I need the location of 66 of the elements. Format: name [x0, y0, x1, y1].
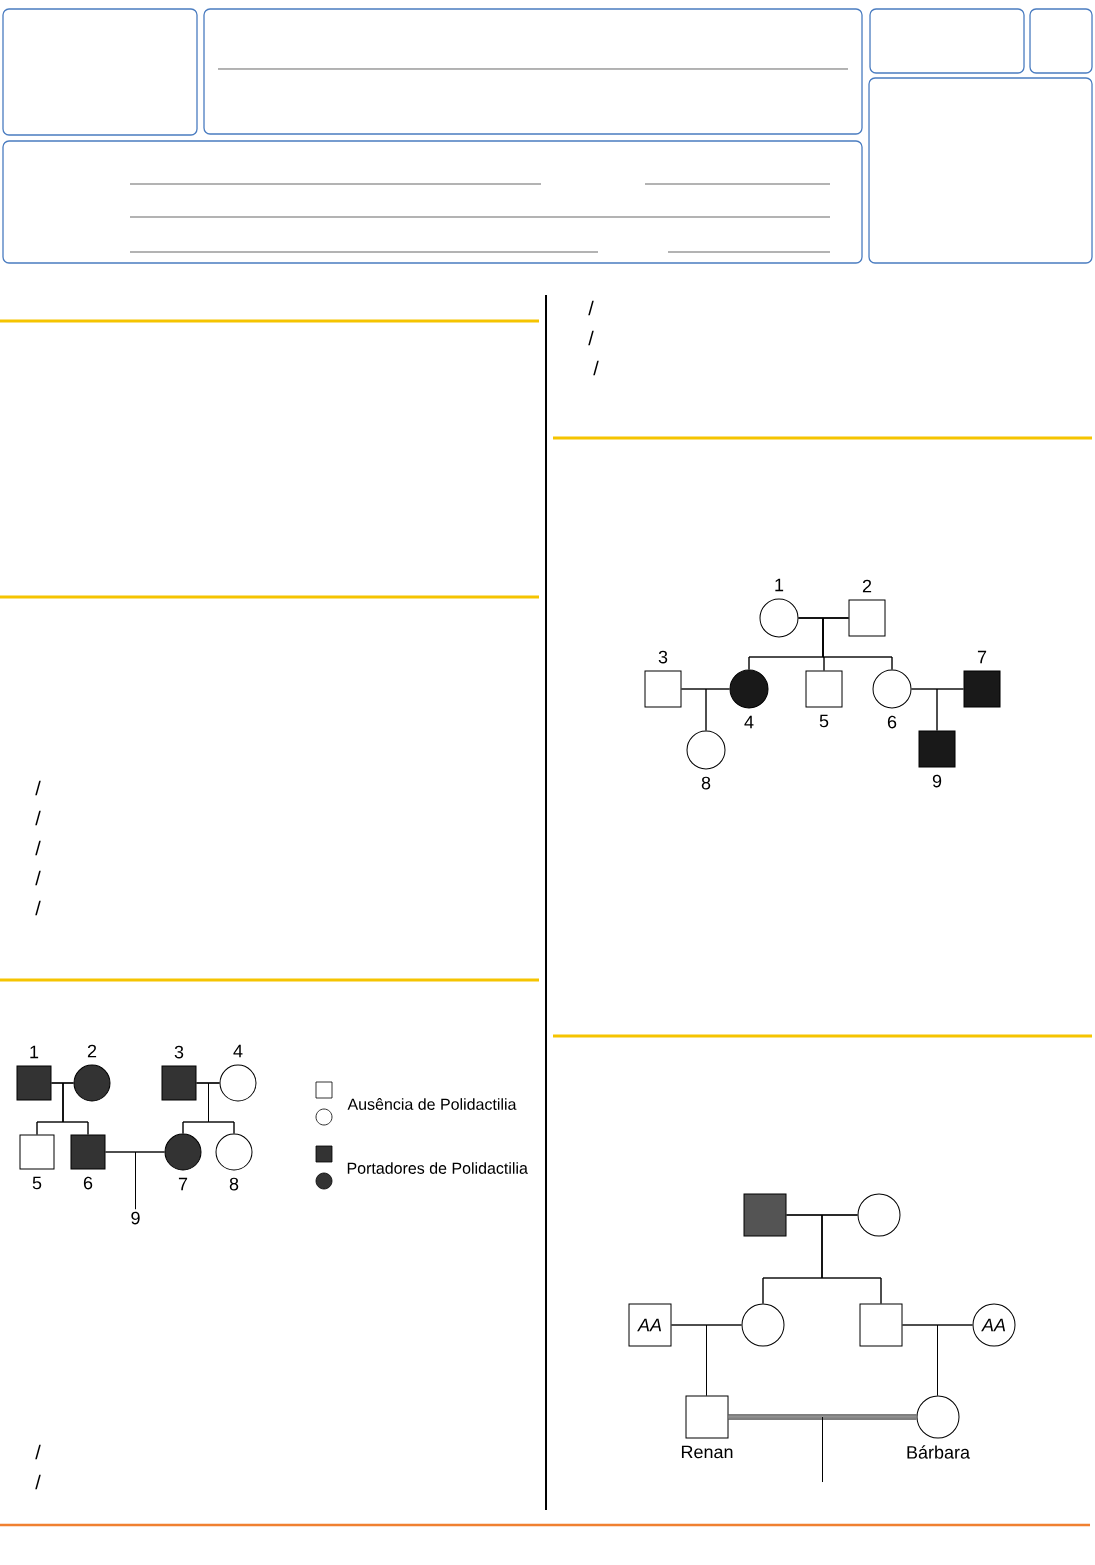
- circle-symbol: [73, 1064, 111, 1102]
- individual-number: 5: [32, 1176, 42, 1190]
- individual-number: 1: [30, 1045, 39, 1059]
- slash: /: [35, 1444, 41, 1460]
- circle-symbol: [759, 598, 799, 638]
- circle-symbol: [872, 669, 912, 709]
- pedigree-line: [706, 1324, 742, 1396]
- individual-number: 6: [83, 1176, 93, 1190]
- circle-symbol: [857, 1193, 901, 1237]
- slash: /: [35, 780, 41, 796]
- square-symbol: [743, 1193, 787, 1237]
- pedigree-line: [62, 1082, 89, 1135]
- person-name: Renan: [681, 1445, 733, 1459]
- circle-symbol: [686, 730, 726, 770]
- square-symbol: [19, 1134, 55, 1170]
- circle-symbol: [741, 1303, 785, 1347]
- individual-number: 8: [229, 1177, 239, 1191]
- legend-text: Portadores de Polidactilia: [347, 1162, 528, 1174]
- individual-number: 9: [131, 1211, 140, 1225]
- individual-number: 5: [819, 714, 829, 728]
- individual-number: 1: [775, 578, 784, 592]
- square-symbol: [70, 1134, 106, 1170]
- individual-number: 3: [658, 650, 668, 664]
- individual-number: 6: [887, 715, 897, 729]
- pedigree-line: [821, 1214, 882, 1304]
- circle-symbol: [164, 1133, 202, 1171]
- slash: /: [35, 900, 41, 916]
- square-symbol: [963, 670, 1001, 708]
- pedigree-line: [728, 1414, 917, 1420]
- slash: /: [35, 810, 41, 826]
- pedigree-line: [936, 688, 964, 731]
- square-symbol: [644, 670, 682, 708]
- square-symbol: [848, 599, 886, 637]
- slash: /: [35, 1474, 41, 1490]
- individual-number: 7: [178, 1177, 188, 1191]
- square-symbol: [859, 1303, 903, 1347]
- square-symbol: [918, 730, 956, 768]
- slash: /: [588, 330, 594, 346]
- circle-symbol: [219, 1064, 257, 1102]
- individual-number: 4: [744, 715, 754, 729]
- pedigree-line: [937, 1324, 973, 1396]
- individual-number: 3: [174, 1045, 184, 1059]
- individual-number: 2: [87, 1044, 97, 1058]
- pedigree-line: [135, 1151, 165, 1210]
- circle-symbol: [215, 1133, 253, 1171]
- square-symbol: [16, 1065, 52, 1101]
- circle-symbol: [916, 1395, 960, 1439]
- slash: /: [588, 300, 594, 316]
- pedigree-line: [822, 617, 893, 670]
- individual-number: 8: [701, 776, 711, 790]
- pedigree-line: [208, 1082, 235, 1134]
- individual-number: 2: [862, 579, 872, 593]
- square-symbol: [685, 1395, 729, 1439]
- individual-number: 7: [977, 650, 987, 664]
- square-symbol: [805, 670, 843, 708]
- person-name: Bárbara: [907, 1445, 970, 1459]
- slash: /: [593, 360, 599, 376]
- slash: /: [35, 840, 41, 856]
- pedigree-line: [705, 688, 730, 731]
- legend-text: Ausência de Polidactilia: [347, 1098, 517, 1110]
- circle-symbol: [729, 669, 769, 709]
- individual-number: 4: [233, 1044, 243, 1058]
- individual-number: 9: [932, 774, 942, 788]
- square-symbol: [161, 1065, 197, 1101]
- slash: /: [35, 870, 41, 886]
- pedigree-line: [822, 1416, 917, 1483]
